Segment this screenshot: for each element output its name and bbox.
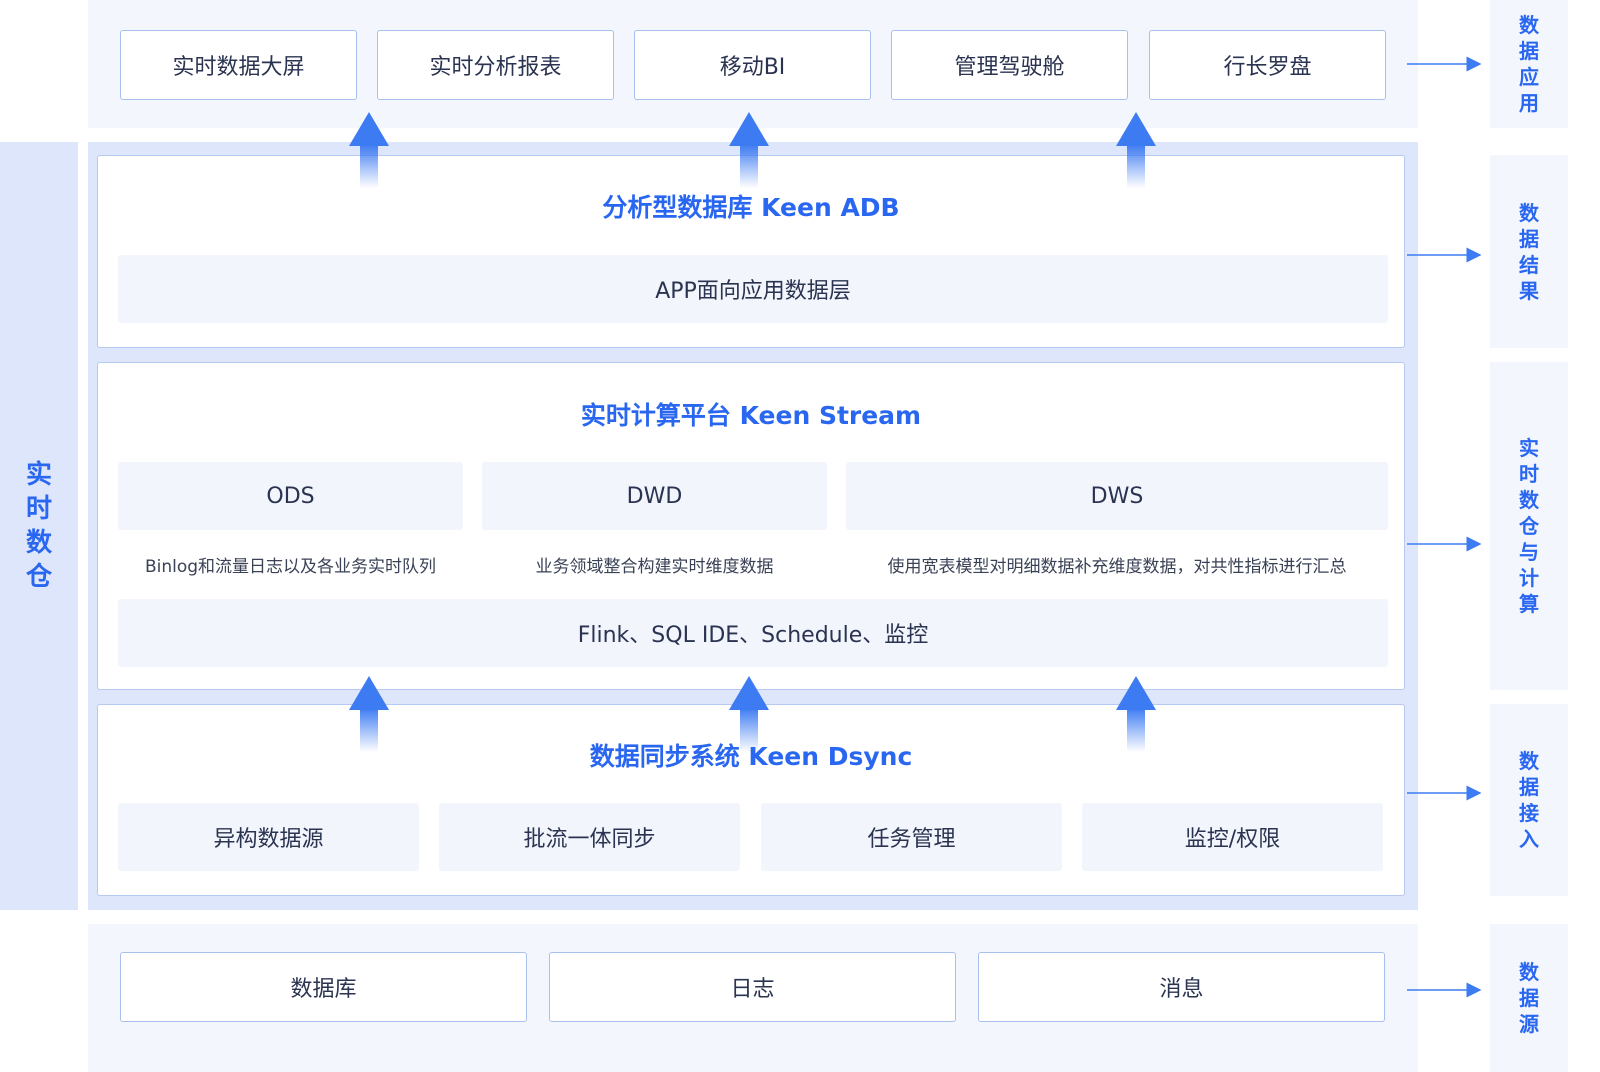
app-box-realtime-report: 实时分析报表 [377,30,614,100]
stream-title: 实时计算平台 Keen Stream [580,401,922,430]
stream-tools: Flink、SQL IDE、Schedule、监控 [118,599,1388,667]
right-label-ingest: 数据接入 [1490,704,1568,896]
layer-dwd: DWD [482,462,827,530]
adb-title: 分析型数据库 Keen ADB [602,193,900,222]
source-box-database: 数据库 [120,952,527,1022]
adb-app-layer: APP面向应用数据层 [118,255,1388,323]
ods-desc: Binlog和流量日志以及各业务实时队列 [144,557,437,577]
app-box-mobile-bi: 移动BI [634,30,871,100]
app-box-realtime-screen: 实时数据大屏 [120,30,357,100]
app-box-cockpit: 管理驾驶舱 [891,30,1128,100]
layer-ods: ODS [118,462,463,530]
app-box-compass: 行长罗盘 [1149,30,1386,100]
up-arrow [349,112,389,188]
dsync-item-task-mgmt: 任务管理 [761,803,1062,871]
left-label: 实时数仓 [25,460,52,592]
source-box-log: 日志 [549,952,956,1022]
right-label-compute: 实时数仓与计算 [1490,362,1568,690]
dsync-item-batch-stream: 批流一体同步 [439,803,740,871]
up-arrow [729,112,769,188]
up-arrow [1116,676,1156,752]
up-arrow [1116,112,1156,188]
dsync-item-heterogeneous: 异构数据源 [118,803,419,871]
dws-desc: 使用宽表模型对明细数据补充维度数据，对共性指标进行汇总 [887,557,1347,577]
right-label-app: 数据应用 [1490,0,1568,128]
dsync-item-monitor: 监控/权限 [1082,803,1383,871]
layer-dws: DWS [846,462,1388,530]
right-label-result: 数据结果 [1490,155,1568,348]
source-box-message: 消息 [978,952,1385,1022]
up-arrow [349,676,389,752]
dwd-desc: 业务领域整合构建实时维度数据 [535,557,774,577]
right-label-source: 数据源 [1490,924,1568,1072]
up-arrow [729,676,769,752]
left-label-bar: 实时数仓 [0,142,78,910]
